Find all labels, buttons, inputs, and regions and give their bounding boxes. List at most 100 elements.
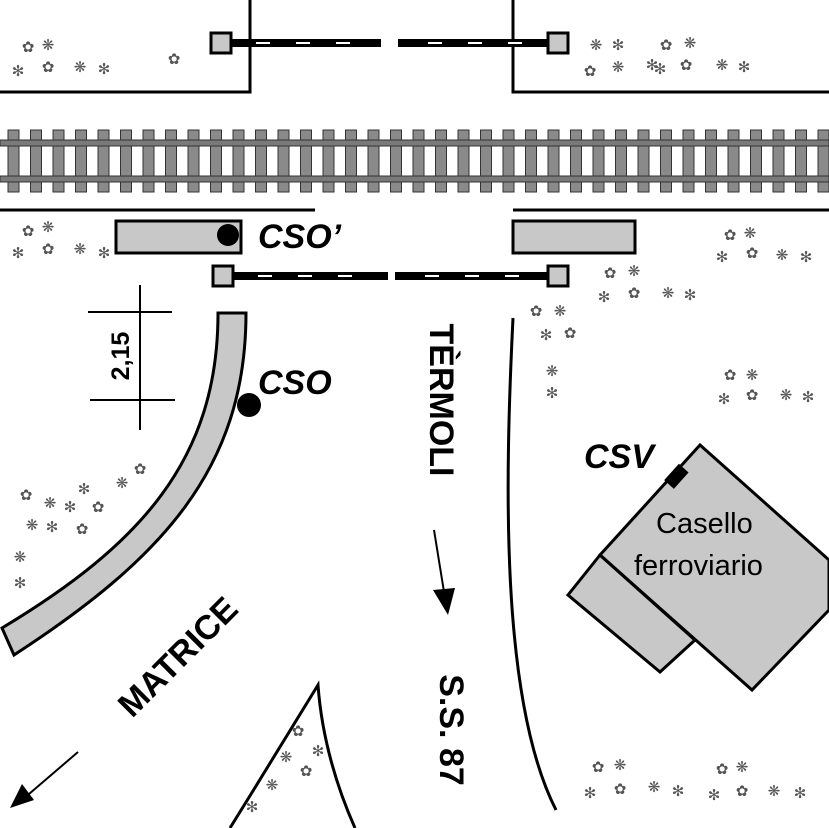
curved-sidewalk <box>0 311 248 658</box>
shrub-icon: ❋ <box>662 284 675 302</box>
right-signal-pad <box>511 219 637 255</box>
track-sleeper <box>142 129 155 193</box>
track-sleeper <box>7 129 20 193</box>
track-sleeper <box>435 129 447 193</box>
shrub-icon: ✻ <box>684 286 697 304</box>
track-sleeper <box>502 129 515 193</box>
left-signal-pad <box>114 219 243 255</box>
shrub-icon: ✻ <box>718 390 731 408</box>
shrub-icon: ✿ <box>22 222 35 240</box>
shrub-icon: ✿ <box>134 460 147 478</box>
shrub-icon: ✻ <box>14 574 27 592</box>
track-sleeper <box>705 129 717 193</box>
road-edge-right <box>506 317 558 811</box>
track-sleeper <box>480 129 492 193</box>
shrub-icon: ✻ <box>612 36 625 54</box>
shrub-icon: ✻ <box>12 62 25 80</box>
track-sleeper <box>165 129 177 193</box>
shrub-icon: ✻ <box>540 326 553 344</box>
shrub-icon: ✻ <box>708 786 721 804</box>
shrub-icon: ❋ <box>14 548 27 566</box>
track-sleeper <box>682 129 695 193</box>
shrub-icon: ✿ <box>22 38 35 56</box>
shrub-icon: ❋ <box>116 474 129 492</box>
shrub-icon: ✿ <box>604 264 617 282</box>
shrub-icon: ✻ <box>672 782 685 800</box>
shrub-icon: ❋ <box>546 362 559 380</box>
termoli-label: TÈRMOLI <box>422 324 460 477</box>
shrub-icon: ❋ <box>42 218 55 236</box>
shrub-icon: ✿ <box>680 56 693 74</box>
track-sleeper <box>97 129 110 193</box>
shrub-icon: ✿ <box>292 722 305 740</box>
shrub-icon: ✿ <box>20 486 33 504</box>
shrub-icon: ❋ <box>648 778 661 796</box>
arrow-down-left-icon <box>10 751 79 808</box>
dimension-value: 2,15 <box>107 332 135 381</box>
shrub-icon: ❋ <box>42 36 55 54</box>
shrub-icon: ✿ <box>716 760 729 778</box>
shrub-icon: ✿ <box>746 244 759 262</box>
road-edges-top <box>0 0 829 212</box>
shrub-icon: ✻ <box>738 58 751 76</box>
track-sleeper <box>750 129 762 193</box>
shrub-icon: ✿ <box>42 240 55 258</box>
shrub-icon: ❋ <box>746 366 759 384</box>
shrub-decorations: ✿❋✻✿❋✻✿❋✻✿❋✻✿❋✻✿❋✻✿❋✻✿❋✻✿❋✻✿❋✻✿❋✻✿❋✻✿❋✻✿… <box>12 34 815 816</box>
shrub-icon: ❋ <box>590 36 603 54</box>
shrub-icon: ✻ <box>312 742 325 760</box>
shrub-icon: ✻ <box>98 60 111 78</box>
track-sleeper <box>322 129 335 193</box>
track-sleeper <box>772 129 785 193</box>
track-sleeper <box>817 129 829 193</box>
shrub-icon: ❋ <box>716 56 729 74</box>
shrub-icon: ❋ <box>554 302 567 320</box>
shrub-icon: ❋ <box>612 58 625 76</box>
railway-track <box>0 129 829 193</box>
dimension-marker <box>88 285 175 430</box>
shrub-icon: ✿ <box>614 780 627 798</box>
track-sleeper <box>255 129 267 193</box>
shrub-icon: ✻ <box>246 798 259 816</box>
shrub-icon: ❋ <box>74 240 87 258</box>
track-sleeper <box>187 129 200 193</box>
track-sleeper <box>210 129 222 193</box>
shrub-icon: ❋ <box>780 386 793 404</box>
track-sleeper <box>570 129 582 193</box>
shrub-icon: ❋ <box>280 748 293 766</box>
shrub-icon: ✿ <box>584 62 597 80</box>
track-sleeper <box>232 129 245 193</box>
shrub-icon: ❋ <box>684 34 697 52</box>
shrub-icon: ✿ <box>724 366 737 384</box>
shrub-icon: ✻ <box>802 388 815 406</box>
top-barrier <box>209 31 570 55</box>
shrub-icon: ❋ <box>266 776 279 794</box>
track-sleeper <box>300 129 312 193</box>
track-sleeper <box>795 129 807 193</box>
shrub-icon: ❋ <box>736 758 749 776</box>
shrub-icon: ✻ <box>800 248 813 266</box>
shrub-icon: ✿ <box>592 758 605 776</box>
csv-marker <box>664 463 689 489</box>
track-sleeper <box>412 129 425 193</box>
shrub-icon: ❋ <box>44 494 57 512</box>
track-sleeper <box>75 129 87 193</box>
track-sleeper <box>30 129 42 193</box>
track-sleeper <box>277 129 290 193</box>
cso-prime-point <box>217 224 239 246</box>
track-sleeper <box>727 129 740 193</box>
track-sleeper <box>525 129 537 193</box>
casello-label-line2: ferroviario <box>634 550 763 582</box>
track-sleeper <box>120 129 132 193</box>
casello-label-line1: Casello <box>656 508 753 540</box>
shrub-icon: ✻ <box>598 288 611 306</box>
track-sleeper <box>660 129 672 193</box>
ss87-label: S.S. 87 <box>432 674 470 786</box>
track-sleeper <box>390 129 402 193</box>
shrub-icon: ✿ <box>76 520 89 538</box>
shrub-icon: ✿ <box>660 36 673 54</box>
shrub-icon: ✻ <box>46 518 59 536</box>
track-sleeper <box>637 129 650 193</box>
shrub-icon: ❋ <box>26 516 39 534</box>
